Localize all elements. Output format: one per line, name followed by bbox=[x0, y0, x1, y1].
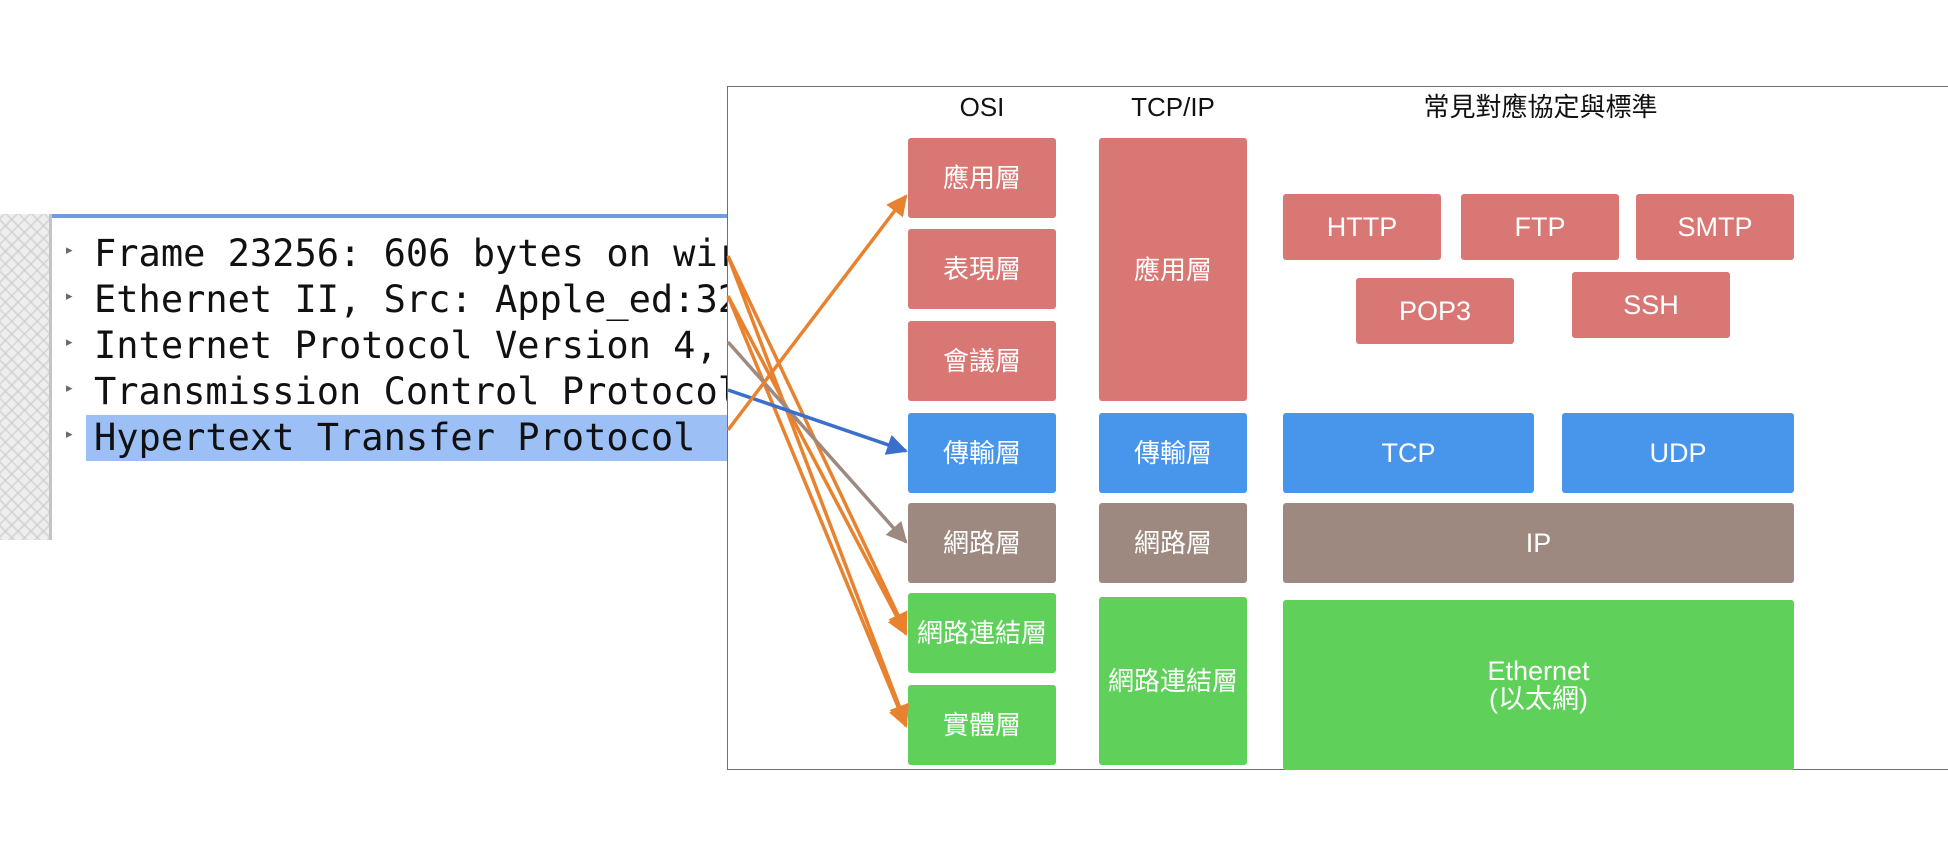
protocol-ssh: SSH bbox=[1572, 272, 1730, 338]
panel-top-border bbox=[52, 214, 730, 218]
osi-application-layer: 應用層 bbox=[908, 138, 1056, 218]
tree-row-http[interactable]: Hypertext Transfer Protocol bbox=[86, 415, 736, 461]
packet-details-panel: ▸ Frame 23256: 606 bytes on wir ▸ Ethern… bbox=[0, 214, 740, 540]
osi-tcpip-diagram: OSI TCP/IP 常見對應協定與標準 應用層 表現層 會議層 傳輸層 網路層… bbox=[727, 86, 1948, 770]
protocol-tcp: TCP bbox=[1283, 413, 1534, 493]
expand-arrow-icon[interactable]: ▸ bbox=[66, 427, 73, 442]
protocol-ethernet: Ethernet (以太網) bbox=[1283, 600, 1794, 770]
ethernet-sublabel: (以太網) bbox=[1489, 684, 1588, 714]
tcpip-link-layer: 網路連結層 bbox=[1099, 597, 1247, 765]
osi-network-layer: 網路層 bbox=[908, 503, 1056, 583]
protocol-udp: UDP bbox=[1562, 413, 1794, 493]
tree-row-label: Frame 23256: 606 bytes on wir bbox=[94, 232, 741, 275]
protocol-ip: IP bbox=[1283, 503, 1794, 583]
tree-row-label: Hypertext Transfer Protocol bbox=[94, 416, 696, 459]
tree-row-ipv4[interactable]: Internet Protocol Version 4, bbox=[86, 323, 736, 369]
expand-arrow-icon[interactable]: ▸ bbox=[66, 243, 73, 258]
protocol-http: HTTP bbox=[1283, 194, 1441, 260]
ethernet-label: Ethernet bbox=[1487, 656, 1590, 686]
tree-row-tcp[interactable]: Transmission Control Protocol bbox=[86, 369, 740, 415]
header-protocols: 常見對應協定與標準 bbox=[1423, 92, 1658, 122]
header-osi: OSI bbox=[959, 92, 1005, 122]
tree-row-label: Internet Protocol Version 4, bbox=[94, 324, 718, 367]
protocol-ftp: FTP bbox=[1461, 194, 1619, 260]
tcpip-transport-layer: 傳輸層 bbox=[1099, 413, 1247, 493]
tree-row-frame[interactable]: Frame 23256: 606 bytes on wir bbox=[86, 231, 740, 277]
osi-presentation-layer: 表現層 bbox=[908, 229, 1056, 309]
osi-transport-layer: 傳輸層 bbox=[908, 413, 1056, 493]
panel-scroll-gutter[interactable] bbox=[0, 214, 52, 540]
osi-data-link-layer: 網路連結層 bbox=[908, 593, 1056, 673]
tree-row-label: Ethernet II, Src: Apple_ed:32 bbox=[94, 278, 741, 321]
tcpip-application-layer: 應用層 bbox=[1099, 138, 1247, 401]
header-tcpip: TCP/IP bbox=[1131, 92, 1215, 122]
expand-arrow-icon[interactable]: ▸ bbox=[66, 335, 73, 350]
tree-row-ethernet[interactable]: Ethernet II, Src: Apple_ed:32 bbox=[86, 277, 740, 323]
expand-arrow-icon[interactable]: ▸ bbox=[66, 289, 73, 304]
tree-row-label: Transmission Control Protocol bbox=[94, 370, 741, 413]
tcpip-network-layer: 網路層 bbox=[1099, 503, 1247, 583]
osi-session-layer: 會議層 bbox=[908, 321, 1056, 401]
protocol-smtp: SMTP bbox=[1636, 194, 1794, 260]
protocol-pop3: POP3 bbox=[1356, 278, 1514, 344]
expand-arrow-icon[interactable]: ▸ bbox=[66, 381, 73, 396]
osi-physical-layer: 實體層 bbox=[908, 685, 1056, 765]
